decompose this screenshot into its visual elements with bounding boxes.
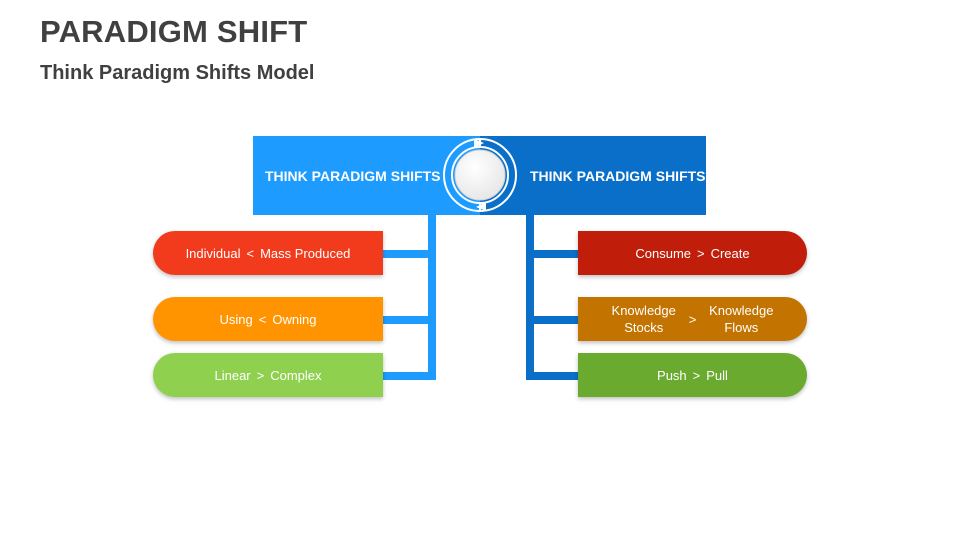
- right-connector-spine: [526, 214, 534, 380]
- left-item-2-a: Using: [219, 311, 253, 327]
- right-item-3: Push > Pull: [578, 353, 807, 397]
- right-item-3-b: Pull: [706, 367, 728, 383]
- right-item-2-a: Knowledge Stocks: [607, 302, 681, 336]
- page-subtitle: Think Paradigm Shifts Model: [40, 62, 315, 84]
- right-item-3-op: >: [692, 367, 701, 383]
- right-item-2: Knowledge Stocks > Knowledge Flows: [578, 297, 807, 341]
- cycle-ring-icon: [443, 137, 517, 213]
- right-connector-branch-1: [526, 250, 578, 258]
- right-item-2-a-line2: Stocks: [624, 320, 664, 335]
- left-item-1-b: Mass Produced: [260, 245, 351, 261]
- left-item-3: Linear > Complex: [153, 353, 383, 397]
- left-connector-spine: [428, 214, 436, 380]
- left-item-3-a: Linear: [214, 367, 251, 383]
- left-item-1-a: Individual: [185, 245, 241, 261]
- right-connector-branch-3: [526, 372, 578, 380]
- left-connector-branch-1: [383, 250, 436, 258]
- left-item-2-b: Owning: [272, 311, 317, 327]
- left-item-2-op: <: [258, 311, 267, 327]
- right-item-2-b: Knowledge Flows: [704, 302, 778, 336]
- left-item-3-op: >: [256, 367, 265, 383]
- right-item-3-a: Push: [657, 367, 687, 383]
- right-header-box: THINK PARADIGM SHIFTS: [480, 136, 706, 215]
- right-item-2-op: >: [688, 311, 697, 327]
- left-item-1: Individual < Mass Produced: [153, 231, 383, 275]
- right-item-1: Consume > Create: [578, 231, 807, 275]
- left-connector-branch-3: [383, 372, 436, 380]
- right-item-1-a: Consume: [635, 245, 691, 261]
- left-item-2: Using < Owning: [153, 297, 383, 341]
- page-title: PARADIGM SHIFT: [40, 14, 308, 49]
- right-item-1-op: >: [697, 245, 705, 261]
- left-item-3-b: Complex: [270, 367, 322, 383]
- left-item-1-op: <: [246, 245, 255, 261]
- right-connector-branch-2: [526, 316, 578, 324]
- right-item-2-b-line2: Flows: [724, 320, 759, 335]
- left-header-box: THINK PARADIGM SHIFTS: [253, 136, 480, 215]
- right-item-1-b: Create: [710, 245, 750, 261]
- right-item-2-a-line1: Knowledge: [611, 303, 676, 318]
- left-connector-branch-2: [383, 316, 436, 324]
- right-item-2-b-line1: Knowledge: [709, 303, 774, 318]
- left-header-label: THINK PARADIGM SHIFTS: [265, 167, 441, 184]
- right-header-label: THINK PARADIGM SHIFTS: [530, 167, 706, 184]
- right-item-2-content: Knowledge Stocks > Knowledge Flows: [607, 302, 779, 336]
